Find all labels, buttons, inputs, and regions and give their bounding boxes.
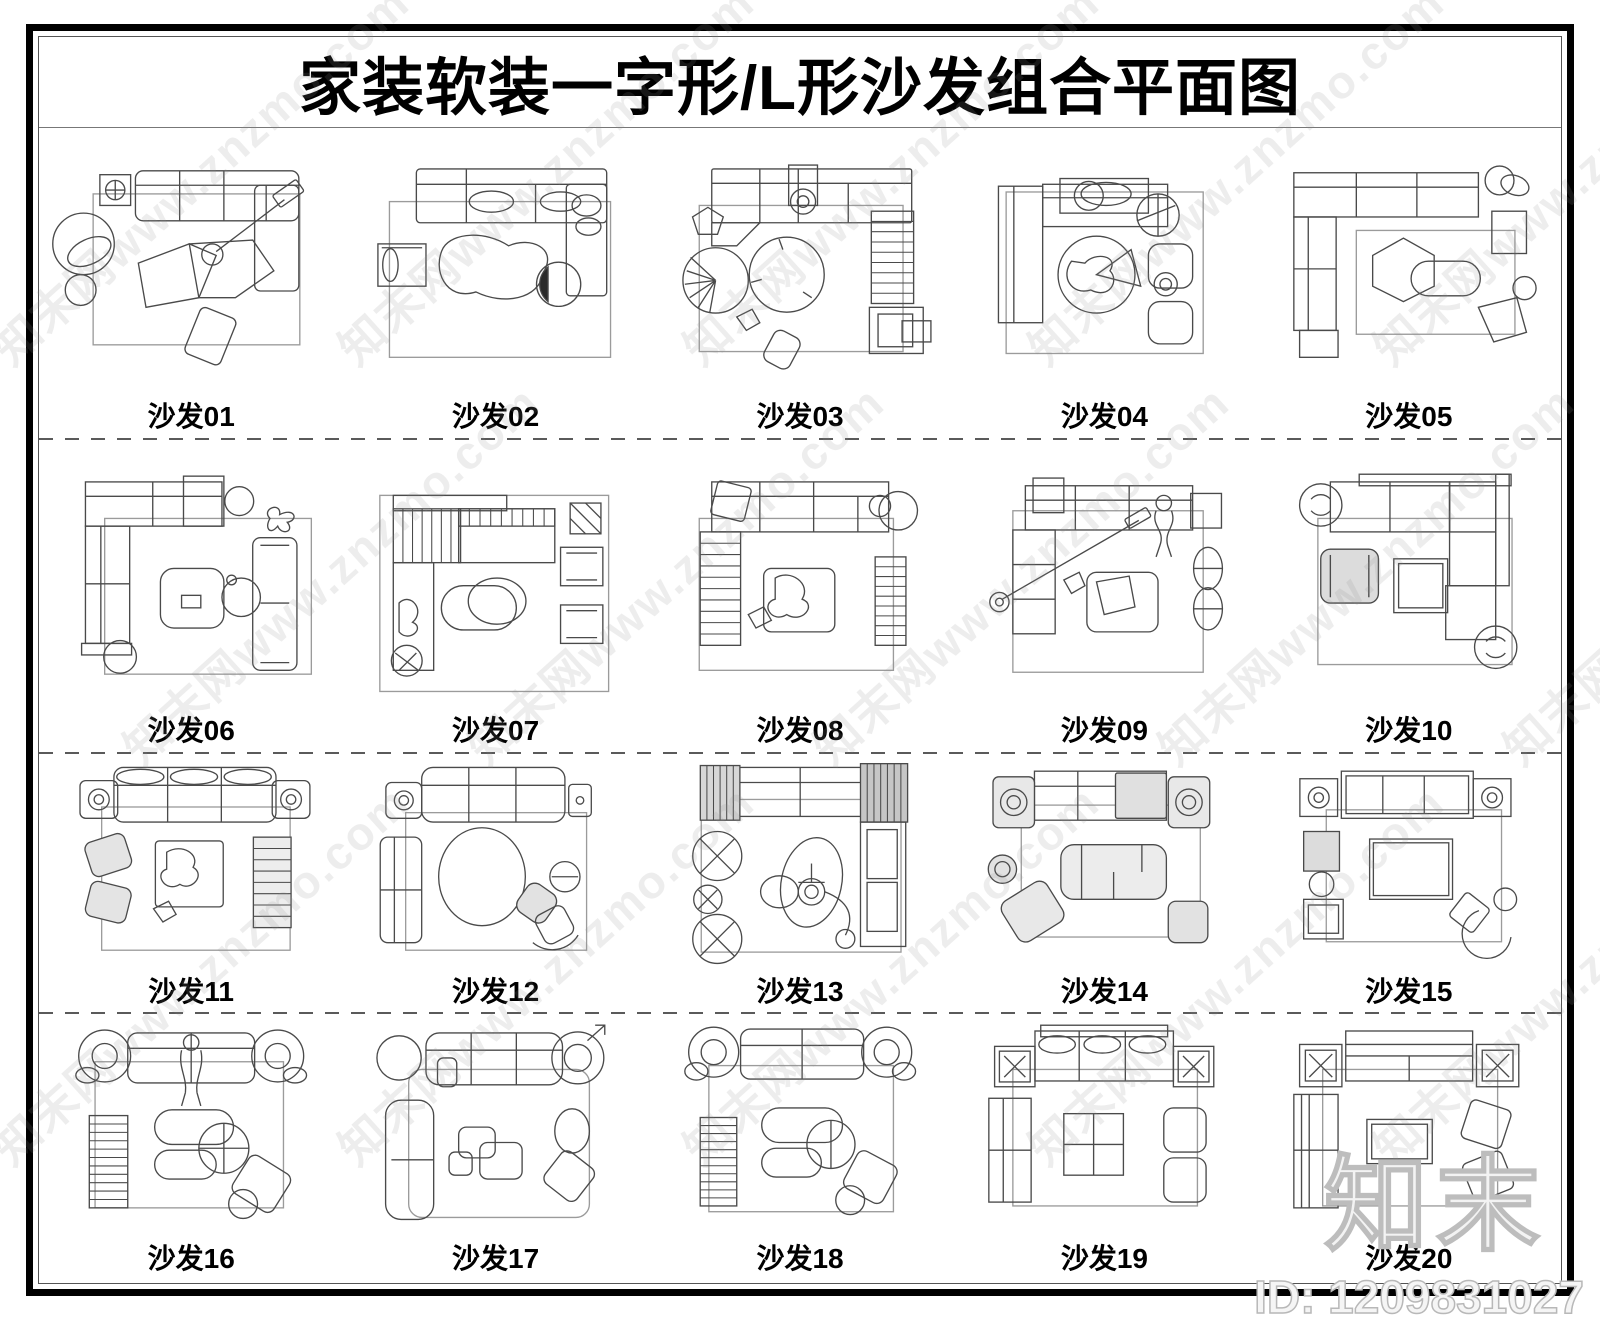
floor-plan-drawing <box>998 177 1205 355</box>
floor-plan-drawing <box>988 1024 1215 1207</box>
plan-label: 沙发18 <box>756 1243 844 1274</box>
plan-label: 沙发02 <box>452 401 540 432</box>
plan-label: 沙发06 <box>147 715 235 746</box>
plan-label: 沙发12 <box>452 975 540 1007</box>
plan-cell: 沙发14 <box>952 754 1256 1012</box>
floor-plan-drawing <box>377 168 612 358</box>
plan-cell: 沙发15 <box>1257 754 1561 1012</box>
floor-plan-drawing <box>75 1029 308 1220</box>
page-title: 家装软装一字形/L形沙发组合平面图 <box>298 54 1302 123</box>
plan-cell: 沙发10 <box>1257 440 1561 752</box>
plan-row-2: 沙发06 沙发07 沙发08 沙发09 沙发10 <box>39 440 1561 752</box>
floor-plan-drawing <box>52 170 305 366</box>
plan-cell: 沙发03 <box>648 128 952 438</box>
floor-plan-drawing <box>80 475 313 675</box>
row-separator <box>39 1012 1561 1014</box>
floor-plan-drawing <box>376 1024 606 1221</box>
floor-plan-drawing <box>989 477 1224 673</box>
plan-cell: 沙发20 <box>1257 1014 1561 1280</box>
floor-plan-drawing <box>1292 165 1537 358</box>
plan-cell: 沙发13 <box>648 754 952 1012</box>
plan-label: 沙发14 <box>1060 975 1148 1007</box>
plan-cell: 沙发09 <box>952 440 1256 752</box>
plan-cell: 沙发17 <box>343 1014 647 1280</box>
plan-label: 沙发01 <box>147 401 235 432</box>
plan-cell: 沙发06 <box>39 440 343 752</box>
plan-cell: 沙发07 <box>343 440 647 752</box>
plan-cell: 沙发12 <box>343 754 647 1012</box>
plan-cell: 沙发05 <box>1257 128 1561 438</box>
plan-row-3: 沙发11 沙发12 沙发13 沙发14 沙发15 <box>39 754 1561 1012</box>
plan-row-1: 沙发01 沙发02 沙发03 沙发04 沙发05 <box>39 128 1561 438</box>
floor-plan-drawing <box>691 762 909 965</box>
floor-plan-drawing <box>987 770 1211 944</box>
plan-label: 沙发19 <box>1060 1243 1148 1274</box>
floor-plan-drawing <box>1292 1030 1520 1209</box>
plan-label: 沙发10 <box>1365 715 1453 746</box>
plan-label: 沙发08 <box>756 715 844 746</box>
plan-cell: 沙发16 <box>39 1014 343 1280</box>
row-separator <box>39 752 1561 754</box>
plan-cell: 沙发19 <box>952 1014 1256 1280</box>
plan-label: 沙发15 <box>1365 975 1453 1007</box>
row-separator <box>39 438 1561 440</box>
plan-label: 沙发11 <box>148 975 234 1007</box>
plan-cell: 沙发08 <box>648 440 952 752</box>
plan-label: 沙发16 <box>147 1243 235 1274</box>
floor-plan-drawing <box>79 766 311 951</box>
floor-plan-drawing <box>683 1026 917 1216</box>
plan-cell: 沙发02 <box>343 128 647 438</box>
plan-cell: 沙发04 <box>952 128 1256 438</box>
plan-label: 沙发20 <box>1365 1243 1453 1274</box>
floor-plan-drawing <box>682 164 932 370</box>
plan-row-4: 沙发16 沙发17 沙发18 沙发19 沙发20 <box>39 1014 1561 1280</box>
plan-label: 沙发07 <box>452 715 540 746</box>
plan-cell: 沙发11 <box>39 754 343 1012</box>
plan-label: 沙发04 <box>1060 401 1148 432</box>
outer-border <box>26 24 1574 1296</box>
plan-label: 沙发09 <box>1060 715 1148 746</box>
floor-plan-drawing <box>698 480 918 671</box>
plan-grid: 沙发01 沙发02 沙发03 沙发04 沙发05 沙发06 沙发07 沙发08 沙发09 沙发1… <box>39 128 1561 1284</box>
plan-cell: 沙发18 <box>648 1014 952 1280</box>
plan-label: 沙发05 <box>1365 401 1453 432</box>
plan-label: 沙发13 <box>756 975 844 1007</box>
inner-border <box>38 36 1562 1284</box>
plan-label: 沙发17 <box>452 1243 540 1274</box>
floor-plan-drawing <box>379 494 610 693</box>
title-bar: 家装软装一字形/L形沙发组合平面图 <box>39 37 1561 128</box>
plan-label: 沙发03 <box>756 401 844 432</box>
floor-plan-drawing <box>1298 473 1518 670</box>
plan-cell: 沙发01 <box>39 128 343 438</box>
floor-plan-drawing <box>379 766 593 951</box>
floor-plan-drawing <box>1298 770 1517 960</box>
